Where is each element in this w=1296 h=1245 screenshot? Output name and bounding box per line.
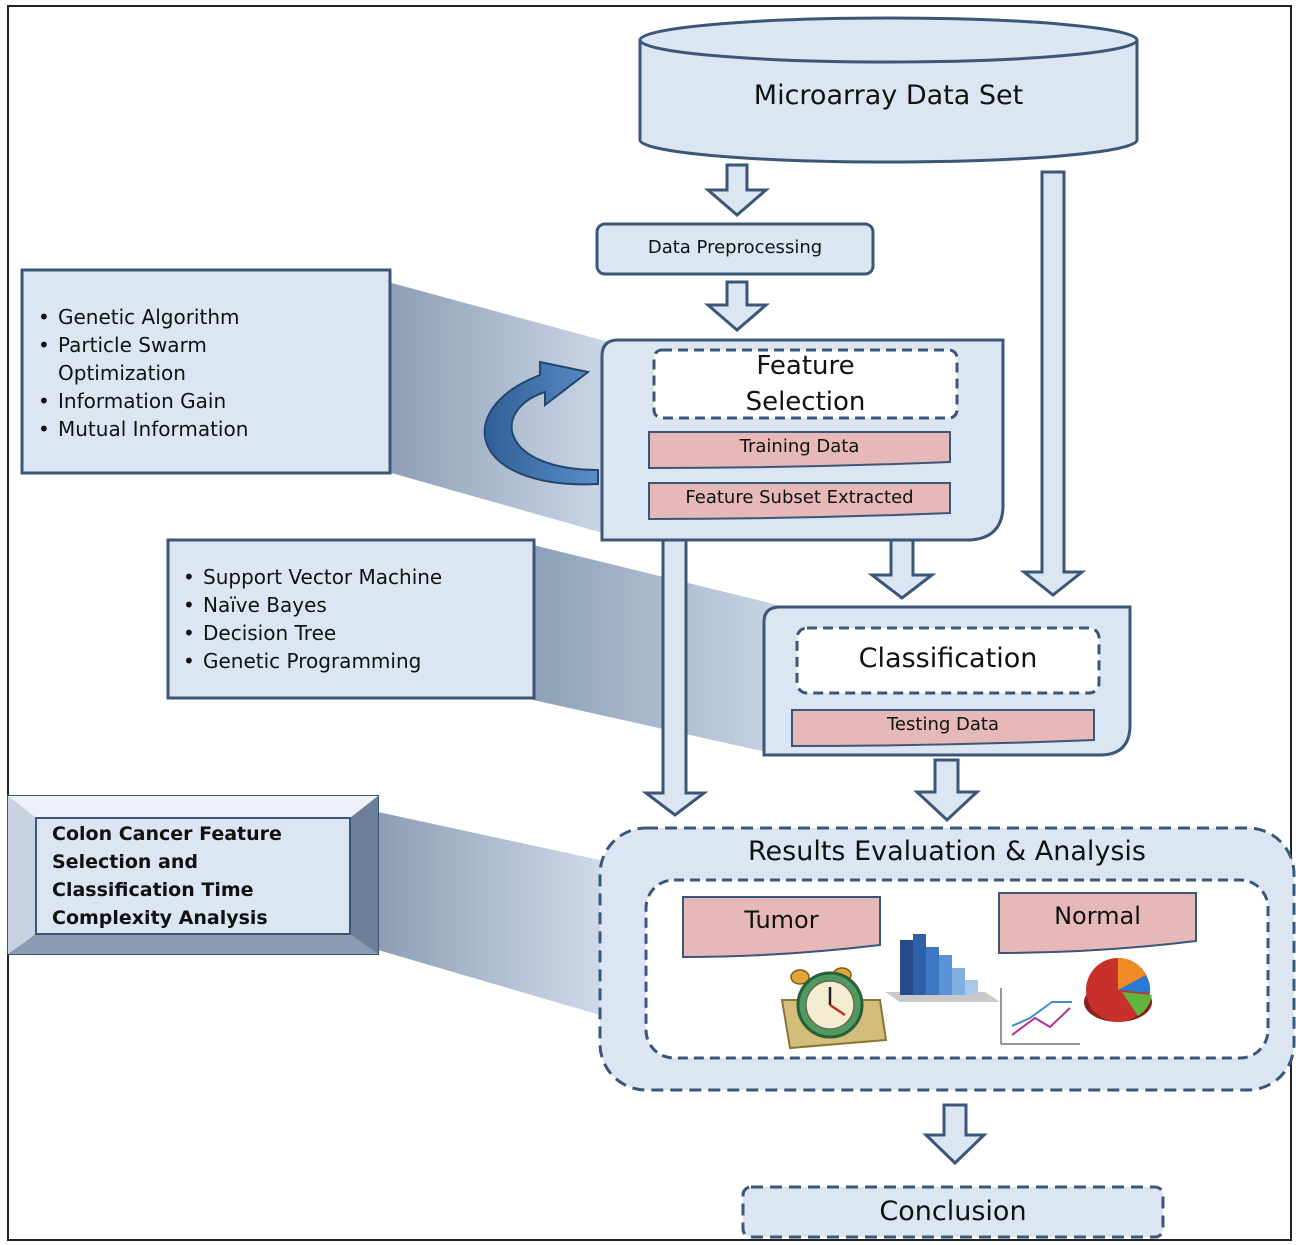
fs-method-item: Genetic Algorithm: [36, 303, 248, 331]
arrow-classification-to-results: [913, 758, 981, 823]
fs-methods-list: Genetic Algorithm Particle Swarm Optimiz…: [36, 303, 248, 443]
results-title: Results Evaluation & Analysis: [748, 836, 1146, 867]
dataset-label: Microarray Data Set: [753, 80, 1024, 111]
fs-title-line1: Feature: [756, 351, 855, 381]
testing-data-label: Testing Data: [887, 714, 999, 735]
arrow-fs-to-results: [641, 538, 709, 817]
feedback-curved-arrow: [483, 360, 599, 486]
arrow-fs-to-classification: [867, 538, 937, 600]
conclusion-box: [741, 1185, 1165, 1239]
analysis-note-line: Complexity Analysis: [52, 907, 268, 929]
fs-title-line2: Selection: [745, 387, 866, 417]
classification-title: Classification: [858, 643, 1038, 674]
analysis-note-line: Colon Cancer Feature: [52, 823, 282, 845]
bar-chart-icon: [885, 934, 1000, 1002]
fs-title-box: [652, 348, 959, 420]
cls-method-item: Decision Tree: [181, 619, 442, 647]
pie-chart-icon: [1084, 958, 1152, 1022]
analysis-note-box: [7, 795, 379, 955]
normal-box: [998, 892, 1197, 955]
arrow-preprocessing-to-fs: [703, 280, 771, 332]
preprocessing-box: [595, 222, 875, 276]
dataset-cylinder: [638, 16, 1139, 164]
training-data-label: Training Data: [739, 436, 860, 457]
line-chart-icon: [1000, 988, 1080, 1045]
feature-subset-box: [648, 482, 951, 521]
fs-method-item: Information Gain: [36, 387, 248, 415]
analysis-beam: [378, 812, 600, 1015]
tumor-box: [682, 896, 881, 959]
analysis-note-line: Selection and: [52, 851, 198, 873]
cls-title-box: [795, 626, 1101, 695]
fs-method-item: Particle Swarm: [36, 331, 248, 359]
analysis-note-line: Classification Time: [52, 879, 254, 901]
arrow-dataset-to-preprocessing: [703, 163, 771, 217]
cls-method-item: Support Vector Machine: [181, 563, 442, 591]
arrow-results-to-conclusion: [922, 1103, 988, 1166]
normal-label: Normal: [1054, 902, 1141, 930]
clock-icon: [780, 967, 888, 1050]
preprocessing-label: Data Preprocessing: [647, 237, 823, 258]
feature-subset-label: Feature Subset Extracted: [685, 487, 914, 508]
cls-method-item: Genetic Programming: [181, 647, 442, 675]
conclusion-label: Conclusion: [879, 1196, 1027, 1227]
fs-method-item: Mutual Information: [36, 415, 248, 443]
cls-methods-list: Support Vector Machine Naïve Bayes Decis…: [181, 563, 442, 675]
cls-method-item: Naïve Bayes: [181, 591, 442, 619]
arrow-dataset-to-classification: [1019, 170, 1087, 597]
tumor-label: Tumor: [744, 906, 819, 934]
diagram-frame: [7, 5, 1292, 1241]
fs-method-item-continued: Optimization: [58, 361, 186, 385]
testing-data-box: [791, 709, 1095, 748]
training-data-box: [648, 431, 951, 470]
